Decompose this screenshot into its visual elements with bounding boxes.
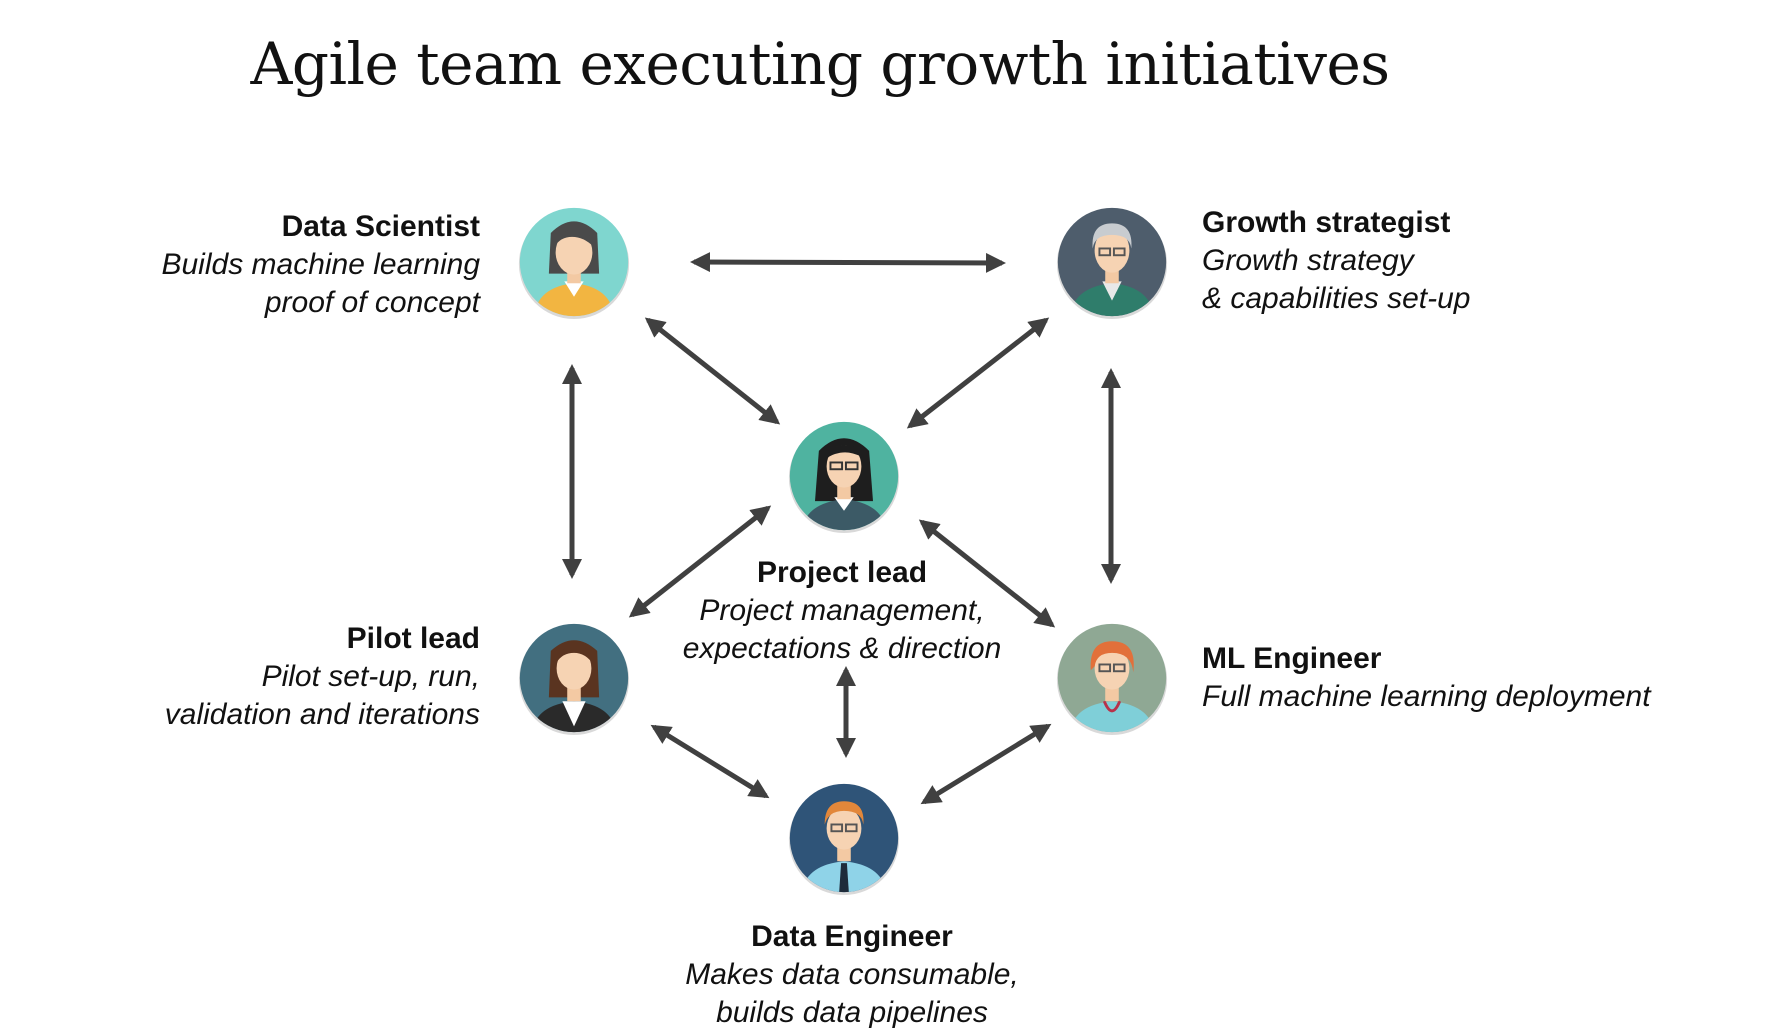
arrow-scientist-strategist bbox=[690, 252, 1006, 273]
female-avatar-icon bbox=[518, 207, 630, 320]
pilot-lead-desc-line1: Pilot set-up, run, bbox=[261, 660, 480, 693]
arrow-projectlead-pilotlead bbox=[628, 505, 772, 618]
growth-strategist-label: Growth strategist Growth strategy & capa… bbox=[1202, 204, 1682, 318]
senior-male-avatar-icon bbox=[1056, 207, 1168, 320]
arrow-pilotlead-dataengineer bbox=[650, 724, 770, 799]
data-engineer-label: Data Engineer Makes data consumable, bui… bbox=[632, 918, 1072, 1032]
data-scientist-name: Data Scientist bbox=[281, 210, 480, 243]
ml-engineer-desc-line1: Full machine learning deployment bbox=[1202, 680, 1651, 713]
pilot-lead-name: Pilot lead bbox=[346, 622, 480, 655]
growth-strategist-desc-line2: & capabilities set-up bbox=[1202, 282, 1471, 315]
female-glasses-avatar-icon bbox=[788, 421, 900, 534]
ml-engineer-name: ML Engineer bbox=[1202, 642, 1382, 675]
pilot-lead-desc-line2: validation and iterations bbox=[164, 698, 480, 731]
project-lead-label: Project lead Project management, expecta… bbox=[632, 554, 1052, 668]
male-glasses-avatar-icon bbox=[788, 783, 900, 896]
data-scientist-desc-line2: proof of concept bbox=[264, 286, 480, 319]
female-businesswoman-avatar-icon bbox=[518, 623, 630, 736]
growth-strategist-desc-line1: Growth strategy bbox=[1202, 244, 1414, 277]
project-lead-desc-line1: Project management, bbox=[699, 594, 985, 627]
diagram-title: Agile team executing growth initiatives bbox=[250, 30, 1390, 98]
data-engineer-desc-line1: Makes data consumable, bbox=[685, 958, 1019, 991]
ml-engineer-label: ML Engineer Full machine learning deploy… bbox=[1202, 640, 1742, 716]
project-lead-name: Project lead bbox=[756, 556, 928, 589]
data-scientist-desc-line1: Builds machine learning bbox=[161, 248, 480, 281]
data-engineer-name: Data Engineer bbox=[751, 920, 953, 953]
data-engineer-desc-line2: builds data pipelines bbox=[716, 996, 988, 1029]
female-redhead-avatar-icon bbox=[1056, 623, 1168, 736]
pilot-lead-label: Pilot lead Pilot set-up, run, validation… bbox=[90, 620, 480, 734]
arrow-projectlead-mlengineer bbox=[918, 519, 1056, 628]
arrow-strategist-projectlead bbox=[906, 317, 1050, 429]
growth-strategist-name: Growth strategist bbox=[1202, 206, 1451, 239]
data-scientist-label: Data Scientist Builds machine learning p… bbox=[90, 208, 480, 322]
project-lead-desc-line2: expectations & direction bbox=[682, 632, 1002, 665]
arrow-scientist-projectlead bbox=[644, 317, 781, 425]
arrow-mlengineer-dataengineer bbox=[920, 723, 1052, 805]
